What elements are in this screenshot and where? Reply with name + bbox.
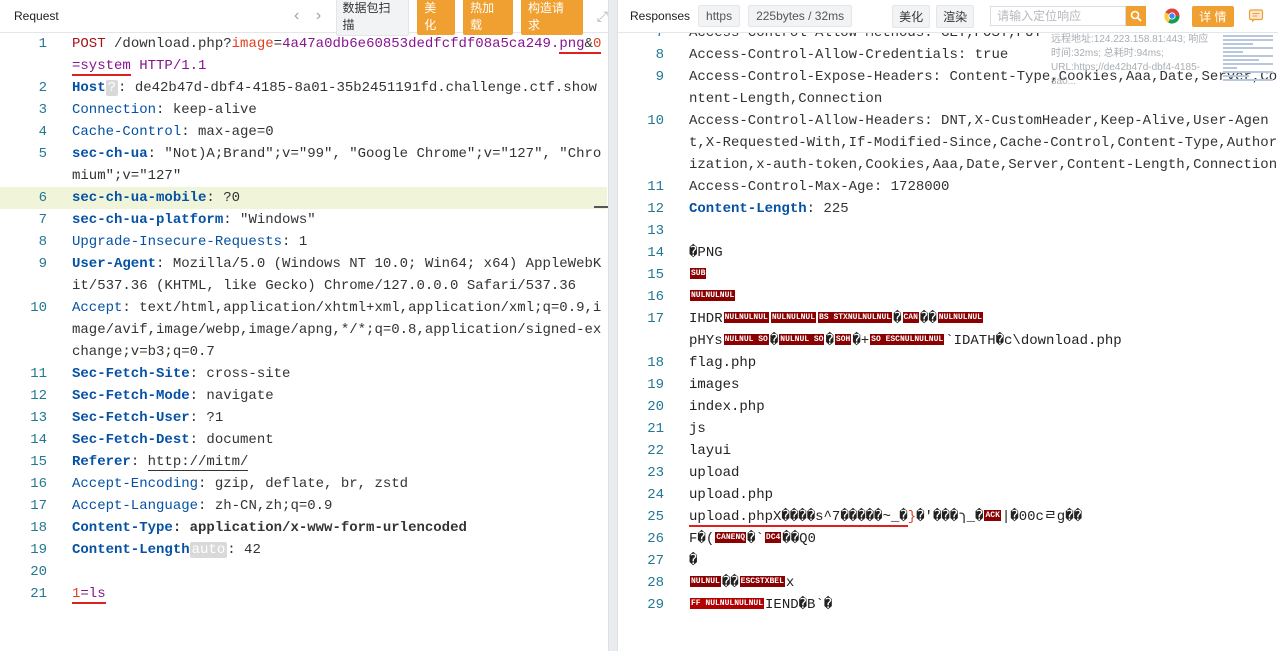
request-editor[interactable]: 1 POST /download.php?image=4a47a0db6e608… xyxy=(0,33,607,651)
code-line: 10 Accept: text/html,application/xhtml+x… xyxy=(30,300,602,360)
response-info-overlay: 远程地址:124.223.158.81:443; 响应时间:32ms; 总耗时:… xyxy=(1051,34,1209,87)
response-editor[interactable]: 7 Access-Control-Allow-Methods: GET,POST… xyxy=(647,25,1278,613)
minimap[interactable] xyxy=(1217,33,1278,153)
packet-scan-button[interactable]: 数据包扫描 xyxy=(335,0,410,36)
code-line: 1 POST /download.php?image=4a47a0db6e608… xyxy=(0,33,607,77)
request-title: Request xyxy=(14,9,59,23)
line-number: 1 xyxy=(38,36,47,52)
expand-icon[interactable]: ⤢ xyxy=(596,7,608,24)
response-toolbar-sticky: Responses https 225bytes / 32ms 美化 渲染 详 … xyxy=(618,0,1278,33)
referer-link[interactable]: http://mitm/ xyxy=(147,454,249,471)
code-line: 11 Sec-Fetch-Site: cross-site xyxy=(30,366,291,382)
code-line: 16 Accept-Encoding: gzip, deflate, br, z… xyxy=(30,476,409,492)
control-char: NULNULNUL xyxy=(690,290,736,302)
code-line: 20 xyxy=(30,564,47,580)
construct-request-button[interactable]: 构造请求 xyxy=(521,0,583,35)
forward-arrow-icon[interactable]: › xyxy=(315,7,322,24)
code-line: 5 sec-ch-ua: "Not)A;Brand";v="99", "Goog… xyxy=(38,146,602,184)
code-line: 2 Host?: de42b47d-dbf4-4185-8a01-35b2451… xyxy=(38,80,597,96)
control-char: SUB xyxy=(690,268,707,280)
request-toolbar: Request ‹ › 数据包扫描 美化 热加载 构造请求 ⤢ xyxy=(0,0,608,36)
http-method: POST xyxy=(72,36,106,52)
code-line: 21 1=ls xyxy=(30,586,106,604)
scroll-marker xyxy=(594,206,608,208)
code-line: 17 Accept-Language: zh-CN,zh;q=0.9 xyxy=(30,498,333,514)
code-line: 9 User-Agent: Mozilla/5.0 (Windows NT 10… xyxy=(38,256,602,294)
chrome-icon[interactable] xyxy=(1164,8,1180,24)
code-line-active: 6 sec-ch-ua-mobile: ?0 xyxy=(0,187,607,209)
auto-badge[interactable]: auto xyxy=(189,542,228,558)
code-line: 14 Sec-Fetch-Dest: document xyxy=(30,432,274,448)
response-beautify-button[interactable]: 美化 xyxy=(892,4,931,28)
help-badge[interactable]: ? xyxy=(105,80,119,96)
code-line: 15 Referer: http://mitm/ xyxy=(30,454,249,471)
details-button[interactable]: 详 情 xyxy=(1192,5,1234,27)
back-arrow-icon[interactable]: ‹ xyxy=(293,7,300,24)
locate-response-input[interactable] xyxy=(990,6,1127,26)
request-panel: Request ‹ › 数据包扫描 美化 热加载 构造请求 ⤢ 1 POST /… xyxy=(0,0,609,651)
comment-icon[interactable] xyxy=(1248,8,1264,24)
code-line: 18 Content-Type: application/x-www-form-… xyxy=(30,520,467,536)
response-panel: Responses https 225bytes / 32ms 美化 渲染 详 … xyxy=(617,0,1278,651)
code-line: 4 Cache-Control: max-age=0 xyxy=(38,124,274,140)
render-button[interactable]: 渲染 xyxy=(936,4,975,28)
code-line: 7 sec-ch-ua-platform: "Windows" xyxy=(38,212,316,228)
search-icon[interactable] xyxy=(1126,6,1147,26)
code-line: 3 Connection: keep-alive xyxy=(38,102,257,118)
beautify-button[interactable]: 美化 xyxy=(417,0,456,35)
code-line: 12 Sec-Fetch-Mode: navigate xyxy=(30,388,274,404)
code-line: 13 Sec-Fetch-User: ?1 xyxy=(30,410,224,426)
code-line: 8 Upgrade-Insecure-Requests: 1 xyxy=(38,234,308,250)
hot-load-button[interactable]: 热加载 xyxy=(463,0,513,35)
